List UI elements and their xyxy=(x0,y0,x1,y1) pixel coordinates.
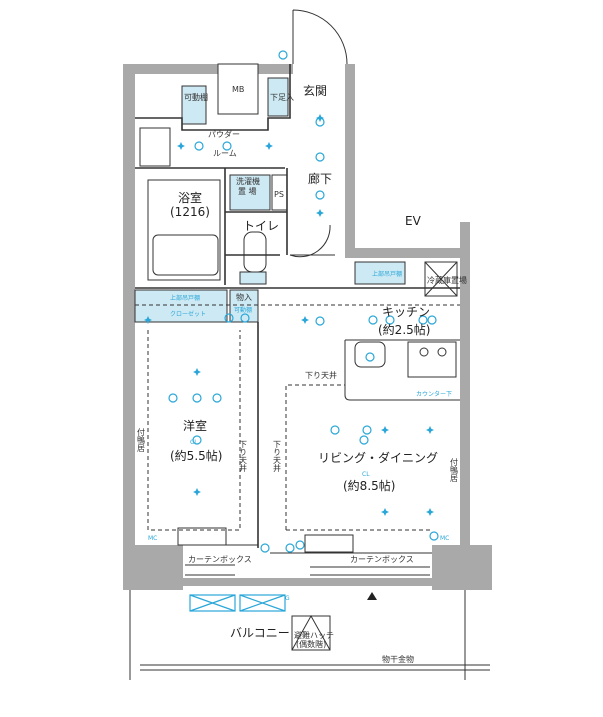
ld-label: リビング・ダイニング xyxy=(318,450,438,465)
cl-label-2: CL xyxy=(362,471,370,478)
ld-size: (約8.5帖) xyxy=(343,478,395,493)
sentakuki-label-1: 洗濯機 xyxy=(236,176,260,186)
balcony-label: バルコニー xyxy=(230,626,290,640)
outlet-icon xyxy=(362,425,372,435)
curtain-box-left: カーテンボックス xyxy=(188,555,252,564)
downlight-icon xyxy=(301,316,309,324)
outlet-icon xyxy=(295,540,305,550)
jobu-todana-label-2: 上部吊戸棚 xyxy=(170,294,200,302)
outlet-icon xyxy=(212,393,222,403)
downlight-icon xyxy=(265,142,273,150)
hatch-label-2: (偶数階) xyxy=(296,639,326,649)
outlet-icon xyxy=(315,316,325,326)
rouka-label: 廊下 xyxy=(308,171,332,186)
outlet-icon xyxy=(224,313,234,323)
kadodana-label: 可動棚 xyxy=(184,92,208,102)
sagari-tenjo-label: 下り天井 xyxy=(305,370,337,380)
gesokuire-label: 下足入 xyxy=(270,93,294,102)
yokushitsu-size: (1216) xyxy=(170,205,210,219)
interior-walls xyxy=(134,63,460,576)
downlight-icon xyxy=(381,508,389,516)
downlight-icon xyxy=(426,508,434,516)
hatch-label-1: 避難ハッチ xyxy=(294,630,334,640)
outlet-icon xyxy=(385,315,395,325)
outlet-icon xyxy=(315,152,325,162)
balcony-area xyxy=(129,590,490,680)
outlet-icon xyxy=(418,315,428,325)
outlet-icon xyxy=(315,117,325,127)
outlet-icon xyxy=(429,531,439,541)
counter-label: カウンター下 xyxy=(416,390,452,398)
downlight-icon xyxy=(426,426,434,434)
downlight-icon xyxy=(177,142,185,150)
mc-left: MC xyxy=(148,535,157,542)
reizoko-label: 冷蔵庫置場 xyxy=(427,275,467,285)
sagari-tenjo-v1: 下り天井 xyxy=(239,440,248,473)
monoire-label: 物入 xyxy=(236,292,252,302)
sentakuki-label-2: 置 場 xyxy=(238,186,257,196)
monoire-sub-label: 可動棚 xyxy=(234,306,252,314)
yoshitsu-size: (約5.5帖) xyxy=(170,448,222,463)
powder-label-2: ルーム xyxy=(213,149,237,158)
ev-label: EV xyxy=(405,214,422,228)
downlight-icon xyxy=(144,316,152,324)
walls xyxy=(123,64,492,590)
curtain-box-right: カーテンボックス xyxy=(350,555,414,564)
sagari-tenjo-v2: 下り天井 xyxy=(273,440,282,473)
yokushitsu-label: 浴室 xyxy=(178,190,202,205)
yoshitsu-label: 洋室 xyxy=(183,418,207,433)
kitchen-label: キッチン xyxy=(382,305,430,319)
outlet-icon xyxy=(260,543,270,553)
downlight-icon xyxy=(316,209,324,217)
outlet-icon xyxy=(365,352,375,362)
outlet-icon xyxy=(192,393,202,403)
outlet-icon xyxy=(222,141,232,151)
powder-label-1: パウダー xyxy=(208,129,240,139)
cl-label-1: CL xyxy=(190,439,198,446)
downlight-icon xyxy=(381,426,389,434)
outlet-icon xyxy=(330,425,340,435)
light-fixtures xyxy=(144,114,439,553)
genkan-label: 玄関 xyxy=(303,83,327,98)
monohoshi-label: 物干金物 xyxy=(382,654,414,664)
closet-label: クローゼット xyxy=(170,310,206,318)
outlet-icon xyxy=(240,313,250,323)
toilet-label: トイレ xyxy=(243,219,279,233)
gas-meter-label: G xyxy=(285,595,290,602)
outlet-icon xyxy=(194,141,204,151)
tsukikamoi-right: 付鴨居 xyxy=(450,457,459,483)
downlight-icon xyxy=(193,488,201,496)
outlet-icon xyxy=(315,190,325,200)
jobu-todana-label: 上部吊戸棚 xyxy=(372,270,402,278)
mb-label: MB xyxy=(232,85,244,94)
outlet-icon xyxy=(285,543,295,553)
ps-label: PS xyxy=(274,190,284,199)
outlet-icon xyxy=(192,435,202,445)
downlight-icon xyxy=(193,368,201,376)
kitchen-size: (約2.5帖) xyxy=(378,322,430,337)
outlet-icon xyxy=(368,315,378,325)
outlet-icon xyxy=(427,315,437,325)
outlet-icon xyxy=(359,435,369,445)
outlet-icon xyxy=(168,393,178,403)
tsukikamoi-left: 付鴨居 xyxy=(137,427,146,453)
mc-right: MC xyxy=(440,535,449,542)
